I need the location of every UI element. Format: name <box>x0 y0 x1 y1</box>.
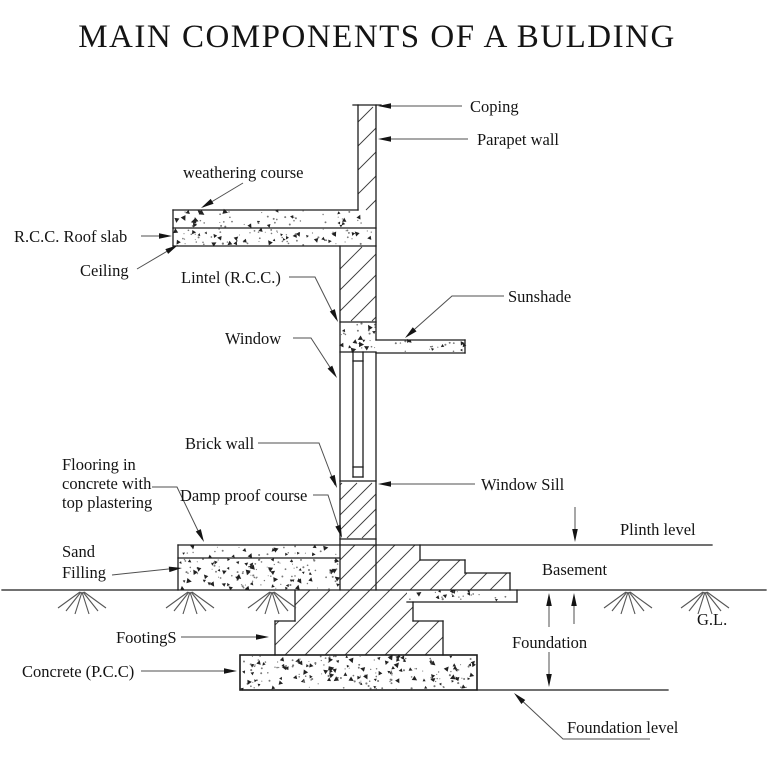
label-window: Window <box>225 329 281 348</box>
label-rcc-roof-slab: R.C.C. Roof slab <box>14 227 127 246</box>
label-concrete-pcc: Concrete (P.C.C) <box>22 662 134 681</box>
concrete-speckle-texture <box>173 208 517 691</box>
ground-hatch-marks <box>57 591 730 615</box>
label-foundation: Foundation <box>512 633 587 652</box>
label-plinth-level: Plinth level <box>620 520 696 539</box>
label-flooring-line2: concrete with <box>62 474 152 493</box>
label-coping: Coping <box>470 97 519 116</box>
label-foundation-level: Foundation level <box>567 718 679 737</box>
masonry-hatching <box>274 106 508 656</box>
structure-outlines <box>1 104 767 691</box>
page-title: MAIN COMPONENTS OF A BULDING <box>78 19 676 55</box>
label-footings: FootingS <box>116 628 177 647</box>
label-weathering-course: weathering course <box>183 163 304 182</box>
label-sunshade: Sunshade <box>508 287 571 306</box>
label-sand-line1: Sand <box>62 542 96 561</box>
label-parapet-wall: Parapet wall <box>477 130 559 149</box>
label-window-sill: Window Sill <box>481 475 565 494</box>
label-basement: Basement <box>542 560 607 579</box>
label-ground-level: G.L. <box>697 610 727 629</box>
label-damp-proof-course: Damp proof course <box>180 486 307 505</box>
label-ceiling: Ceiling <box>80 261 129 280</box>
label-sand-line2: Filling <box>62 563 106 582</box>
label-brick-wall: Brick wall <box>185 434 255 453</box>
label-flooring-line3: top plastering <box>62 493 152 512</box>
label-lintel: Lintel (R.C.C.) <box>181 268 281 287</box>
arrowheads <box>159 103 578 705</box>
label-flooring-line1: Flooring in <box>62 455 136 474</box>
